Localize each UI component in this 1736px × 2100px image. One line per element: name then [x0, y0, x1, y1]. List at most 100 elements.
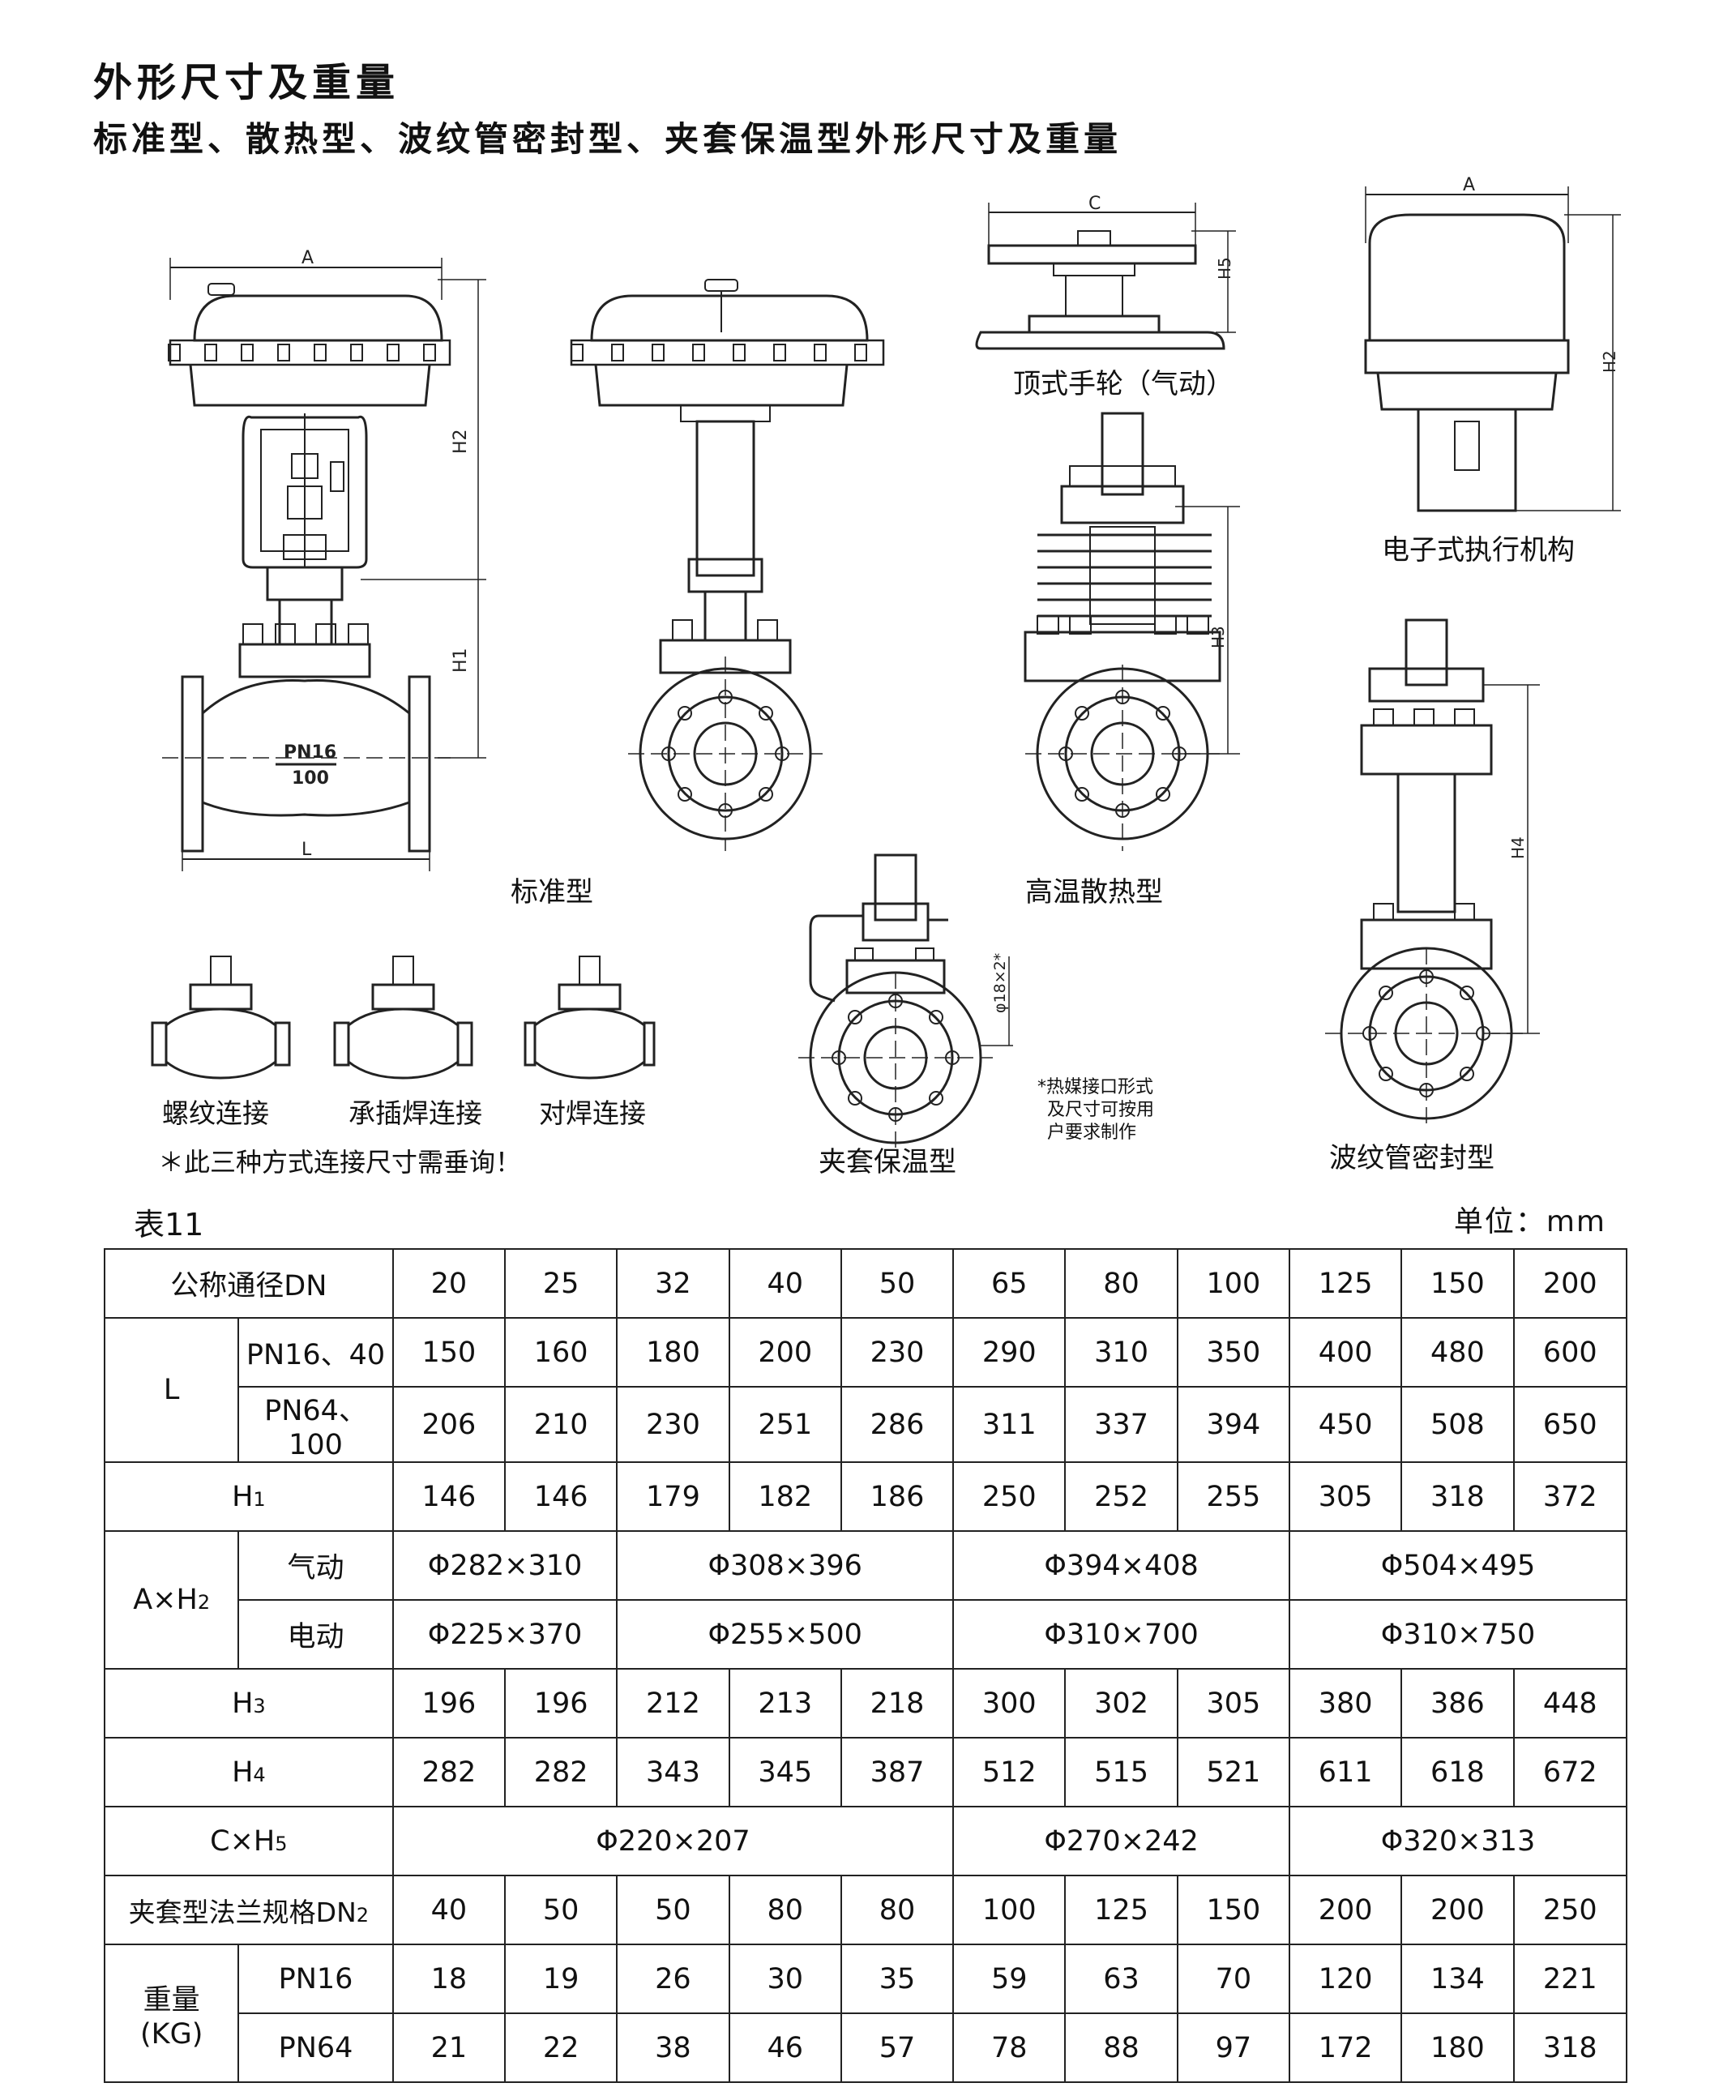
table-row-h4: H4 282 282 343 345 387 512 515 521 611 6… — [104, 1737, 1628, 1807]
heat-medium-note-3: 户要求制作 — [1047, 1123, 1136, 1143]
pn16-label: PN16 — [284, 742, 336, 763]
h4-cell: 343 — [616, 1737, 730, 1807]
table-row-dn: 公称通径DN 20 25 32 40 50 65 80 100 125 150 … — [104, 1248, 1628, 1319]
h4-cell: 282 — [391, 1737, 507, 1807]
h4-cell: 345 — [728, 1737, 842, 1807]
weight-pn16-cell: 59 — [952, 1944, 1067, 2014]
h4-cell: 515 — [1064, 1737, 1178, 1807]
valve-drawings: A P — [151, 175, 1621, 1178]
h4-label: H4 — [104, 1737, 394, 1807]
socket-weld-drawing — [333, 956, 473, 1080]
l-pn16-cell: 310 — [1064, 1317, 1178, 1388]
h4-cell: 387 — [840, 1737, 955, 1807]
l-pn16-cell: 290 — [952, 1317, 1067, 1388]
h1-cell: 146 — [391, 1461, 507, 1532]
weight-pn64-cell: 46 — [728, 2012, 842, 2083]
weight-pn16-cell: 134 — [1400, 1944, 1515, 2014]
jacket-flange-cell: 250 — [1512, 1875, 1628, 1945]
l-pn64-cell: 251 — [728, 1386, 842, 1463]
h3-cell: 448 — [1512, 1668, 1628, 1739]
l-pn64-cell: 210 — [504, 1386, 618, 1463]
dim-label-c: C — [1088, 194, 1101, 214]
h1-cell: 252 — [1064, 1461, 1178, 1532]
l-pn64-cell: 650 — [1512, 1386, 1628, 1463]
h3-cell: 386 — [1400, 1668, 1515, 1739]
weight-pn64-cell: 22 — [504, 2012, 618, 2083]
l-pn16-cell: 160 — [504, 1317, 618, 1388]
heat-medium-note-1: *热媒接口形式 — [1037, 1077, 1153, 1097]
jacket-drawing: φ18×2* — [798, 853, 1013, 1151]
l-pn64-cell: 450 — [1288, 1386, 1403, 1463]
jacket-flange-cell: 200 — [1400, 1875, 1515, 1945]
weight-pn64-cell: 21 — [391, 2012, 507, 2083]
dn-cell: 100 — [1176, 1248, 1290, 1319]
jacket-flange-cell: 100 — [952, 1875, 1067, 1945]
weight-pn64-cell: 78 — [952, 2012, 1067, 2083]
h3-cell: 196 — [391, 1668, 507, 1739]
weight-pn16-cell: 19 — [504, 1944, 618, 2014]
weight-pn64-cell: 318 — [1512, 2012, 1628, 2083]
dim-label-h2-electric: H2 — [1600, 350, 1619, 373]
jacket-flange-cell: 200 — [1288, 1875, 1403, 1945]
h3-cell: 380 — [1288, 1668, 1403, 1739]
l-pn16-cell: 480 — [1400, 1317, 1515, 1388]
cxh5-cell: Φ320×313 — [1288, 1806, 1628, 1876]
h1-cell: 255 — [1176, 1461, 1290, 1532]
jacket-flange-cell: 80 — [840, 1875, 955, 1945]
dn-cell: 65 — [952, 1248, 1067, 1319]
dn-cell: 20 — [391, 1248, 507, 1319]
pneumatic-cell: Φ504×495 — [1288, 1530, 1628, 1601]
axh2-label: A×H2 — [103, 1530, 240, 1670]
weight-pn64-cell: 88 — [1064, 2012, 1178, 2083]
pneumatic-label: 气动 — [237, 1530, 394, 1601]
table-row-axh2-pneumatic: A×H2 气动 Φ282×310 Φ308×396 Φ394×408 Φ504×… — [103, 1530, 1628, 1670]
l-pn64-cell: 394 — [1176, 1386, 1290, 1463]
electric-cell: Φ255×500 — [616, 1599, 955, 1670]
jacket-flange-cell: 50 — [504, 1875, 618, 1945]
h1-cell: 372 — [1512, 1461, 1628, 1532]
phi-dimension-label: φ18×2* — [991, 953, 1009, 1013]
h3-cell: 305 — [1176, 1668, 1290, 1739]
jacket-flange-label: 夹套型法兰规格DN2 — [104, 1875, 394, 1945]
electric-label: 电动 — [237, 1599, 394, 1670]
pneumatic-cell: Φ308×396 — [616, 1530, 955, 1601]
weight-pn16-cell: 35 — [840, 1944, 955, 2014]
weight-pn64-cell: 57 — [840, 2012, 955, 2083]
l-pn16-cell: 200 — [728, 1317, 842, 1388]
electric-cell: Φ310×750 — [1288, 1599, 1628, 1670]
weight-pn16-cell: 120 — [1288, 1944, 1403, 2014]
dn-cell: 200 — [1512, 1248, 1628, 1319]
dim-label-a-electric: A — [1463, 175, 1475, 195]
dn-header: 公称通径DN — [104, 1248, 394, 1319]
dn-cell: 25 — [504, 1248, 618, 1319]
l-pn16-label: PN16、40 — [237, 1317, 394, 1388]
page-subtitle: 标准型、散热型、波纹管密封型、夹套保温型外形尺寸及重量 — [93, 119, 1122, 159]
dim-label-a: A — [301, 248, 314, 268]
table-unit: 单位：mm — [1453, 1205, 1606, 1238]
l-pn16-cell: 180 — [616, 1317, 730, 1388]
weight-pn64-label: PN64 — [237, 2012, 394, 2083]
h4-cell: 611 — [1288, 1737, 1403, 1807]
thread-caption: 螺纹连接 — [162, 1097, 269, 1129]
h1-cell: 179 — [616, 1461, 730, 1532]
standard-caption: 标准型 — [511, 876, 593, 909]
h3-cell: 212 — [616, 1668, 730, 1739]
bellows-caption: 波纹管密封型 — [1329, 1142, 1494, 1174]
thread-connection-drawing — [151, 956, 291, 1080]
pneumatic-cell: Φ282×310 — [391, 1530, 618, 1601]
bellows-drawing: H4 — [1325, 618, 1540, 1127]
h3-cell: 213 — [728, 1668, 842, 1739]
l-pn16-cell: 150 — [391, 1317, 507, 1388]
heat-medium-note-2: 及尺寸可按用 — [1047, 1100, 1154, 1120]
weight-pn16-cell: 30 — [728, 1944, 842, 2014]
dn-cell: 32 — [616, 1248, 730, 1319]
weight-label: 重量(KG) — [103, 1944, 240, 2083]
dimension-table: 公称通径DN 20 25 32 40 50 65 80 100 125 150 … — [103, 1248, 1628, 2083]
h1-cell: 305 — [1288, 1461, 1403, 1532]
dn-cell: 50 — [840, 1248, 955, 1319]
l-label: L — [103, 1317, 240, 1463]
l-pn64-cell: 286 — [840, 1386, 955, 1463]
weight-pn64-cell: 97 — [1176, 2012, 1290, 2083]
connection-note: ＊此三种方式连接尺寸需垂询！ — [158, 1147, 521, 1178]
cxh5-label: C×H5 — [104, 1806, 394, 1876]
